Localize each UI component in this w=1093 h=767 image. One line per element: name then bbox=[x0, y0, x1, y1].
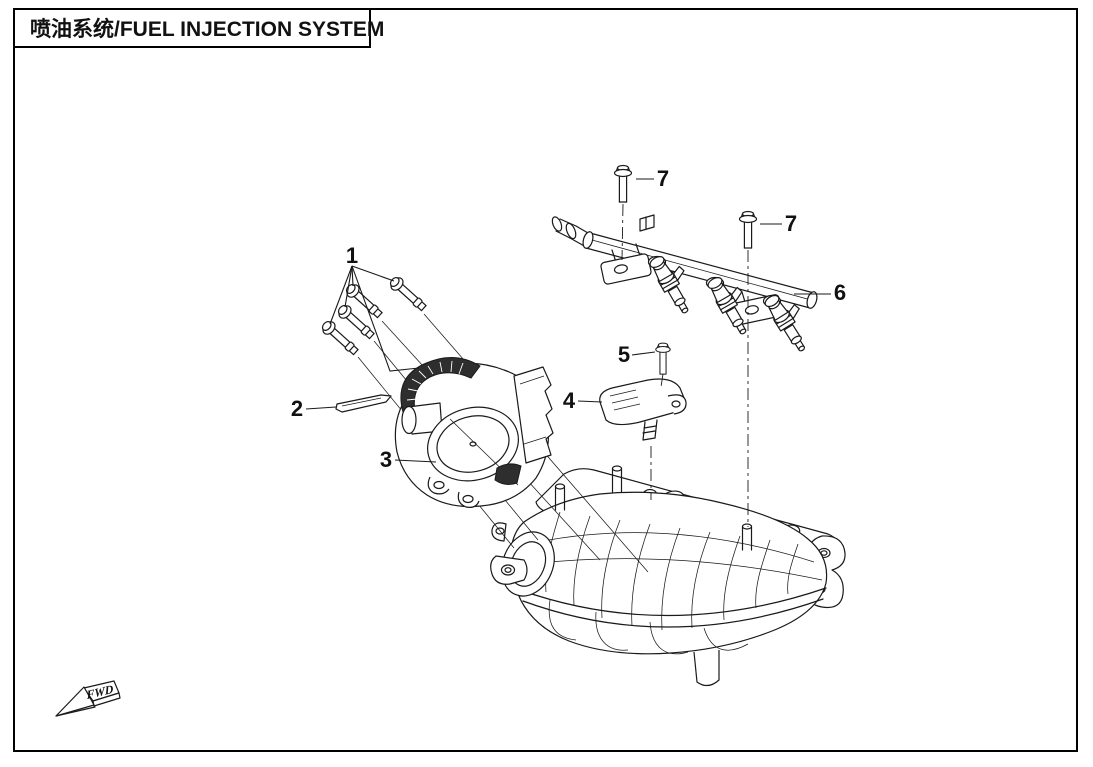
map-sensor bbox=[599, 378, 687, 441]
centerlines bbox=[621, 203, 749, 527]
callout-1-label: 1 bbox=[346, 243, 358, 268]
map-sensor-screw bbox=[655, 342, 671, 375]
throttle-mount-ear bbox=[427, 476, 480, 508]
callout-3-label: 3 bbox=[380, 447, 392, 472]
rail-bracket bbox=[600, 243, 652, 285]
throttle-body-bolts bbox=[318, 273, 430, 358]
bolt bbox=[386, 273, 430, 314]
manifold-throttle-flange bbox=[490, 522, 555, 597]
gasket-strip bbox=[335, 394, 392, 413]
callout-6-label: 6 bbox=[834, 280, 846, 305]
fwd-label: FWD bbox=[85, 682, 114, 702]
callout-4: 4 bbox=[563, 388, 603, 413]
throttle-motor-housing bbox=[401, 402, 443, 435]
fwd-direction-arrow: FWD bbox=[55, 680, 121, 717]
callout-7-right: 7 bbox=[760, 211, 797, 236]
throttle-connector bbox=[513, 366, 554, 464]
map-sensor-barb bbox=[642, 419, 658, 441]
callout-3: 3 bbox=[380, 447, 437, 472]
callout-2-label: 2 bbox=[291, 396, 303, 421]
callout-7-label: 7 bbox=[785, 211, 797, 236]
manifold-plenum bbox=[510, 491, 828, 655]
manifold-runners bbox=[548, 599, 749, 687]
callout-1: 1 bbox=[329, 243, 420, 372]
fuel-injector bbox=[646, 248, 704, 318]
callout-7-label: 7 bbox=[657, 166, 669, 191]
callout-2: 2 bbox=[291, 396, 337, 421]
rail-bolt bbox=[613, 164, 633, 203]
rail-inlet-tube bbox=[551, 216, 589, 248]
fuel-rail-assembly bbox=[551, 214, 820, 356]
throttle-bore bbox=[427, 406, 519, 482]
title-block: 喷油系统/FUEL INJECTION SYSTEM bbox=[13, 8, 384, 48]
callout-5: 5 bbox=[618, 342, 656, 367]
intake-manifold bbox=[490, 465, 846, 687]
page-title: 喷油系统/FUEL INJECTION SYSTEM bbox=[30, 18, 385, 41]
manifold-seam bbox=[519, 587, 827, 617]
callout-7-left: 7 bbox=[636, 166, 669, 191]
callout-5-label: 5 bbox=[618, 342, 630, 367]
throttle-cam-ribbed-sector bbox=[400, 357, 481, 413]
map-sensor-screw-hole bbox=[671, 400, 681, 408]
throttle-body bbox=[394, 357, 554, 508]
page-border bbox=[13, 8, 1078, 752]
callout-4-label: 4 bbox=[563, 388, 576, 413]
throttle-knurl-patch bbox=[494, 463, 522, 485]
callout-6: 6 bbox=[794, 280, 846, 305]
rail-clip bbox=[639, 214, 655, 232]
rail-bolt bbox=[738, 210, 758, 249]
